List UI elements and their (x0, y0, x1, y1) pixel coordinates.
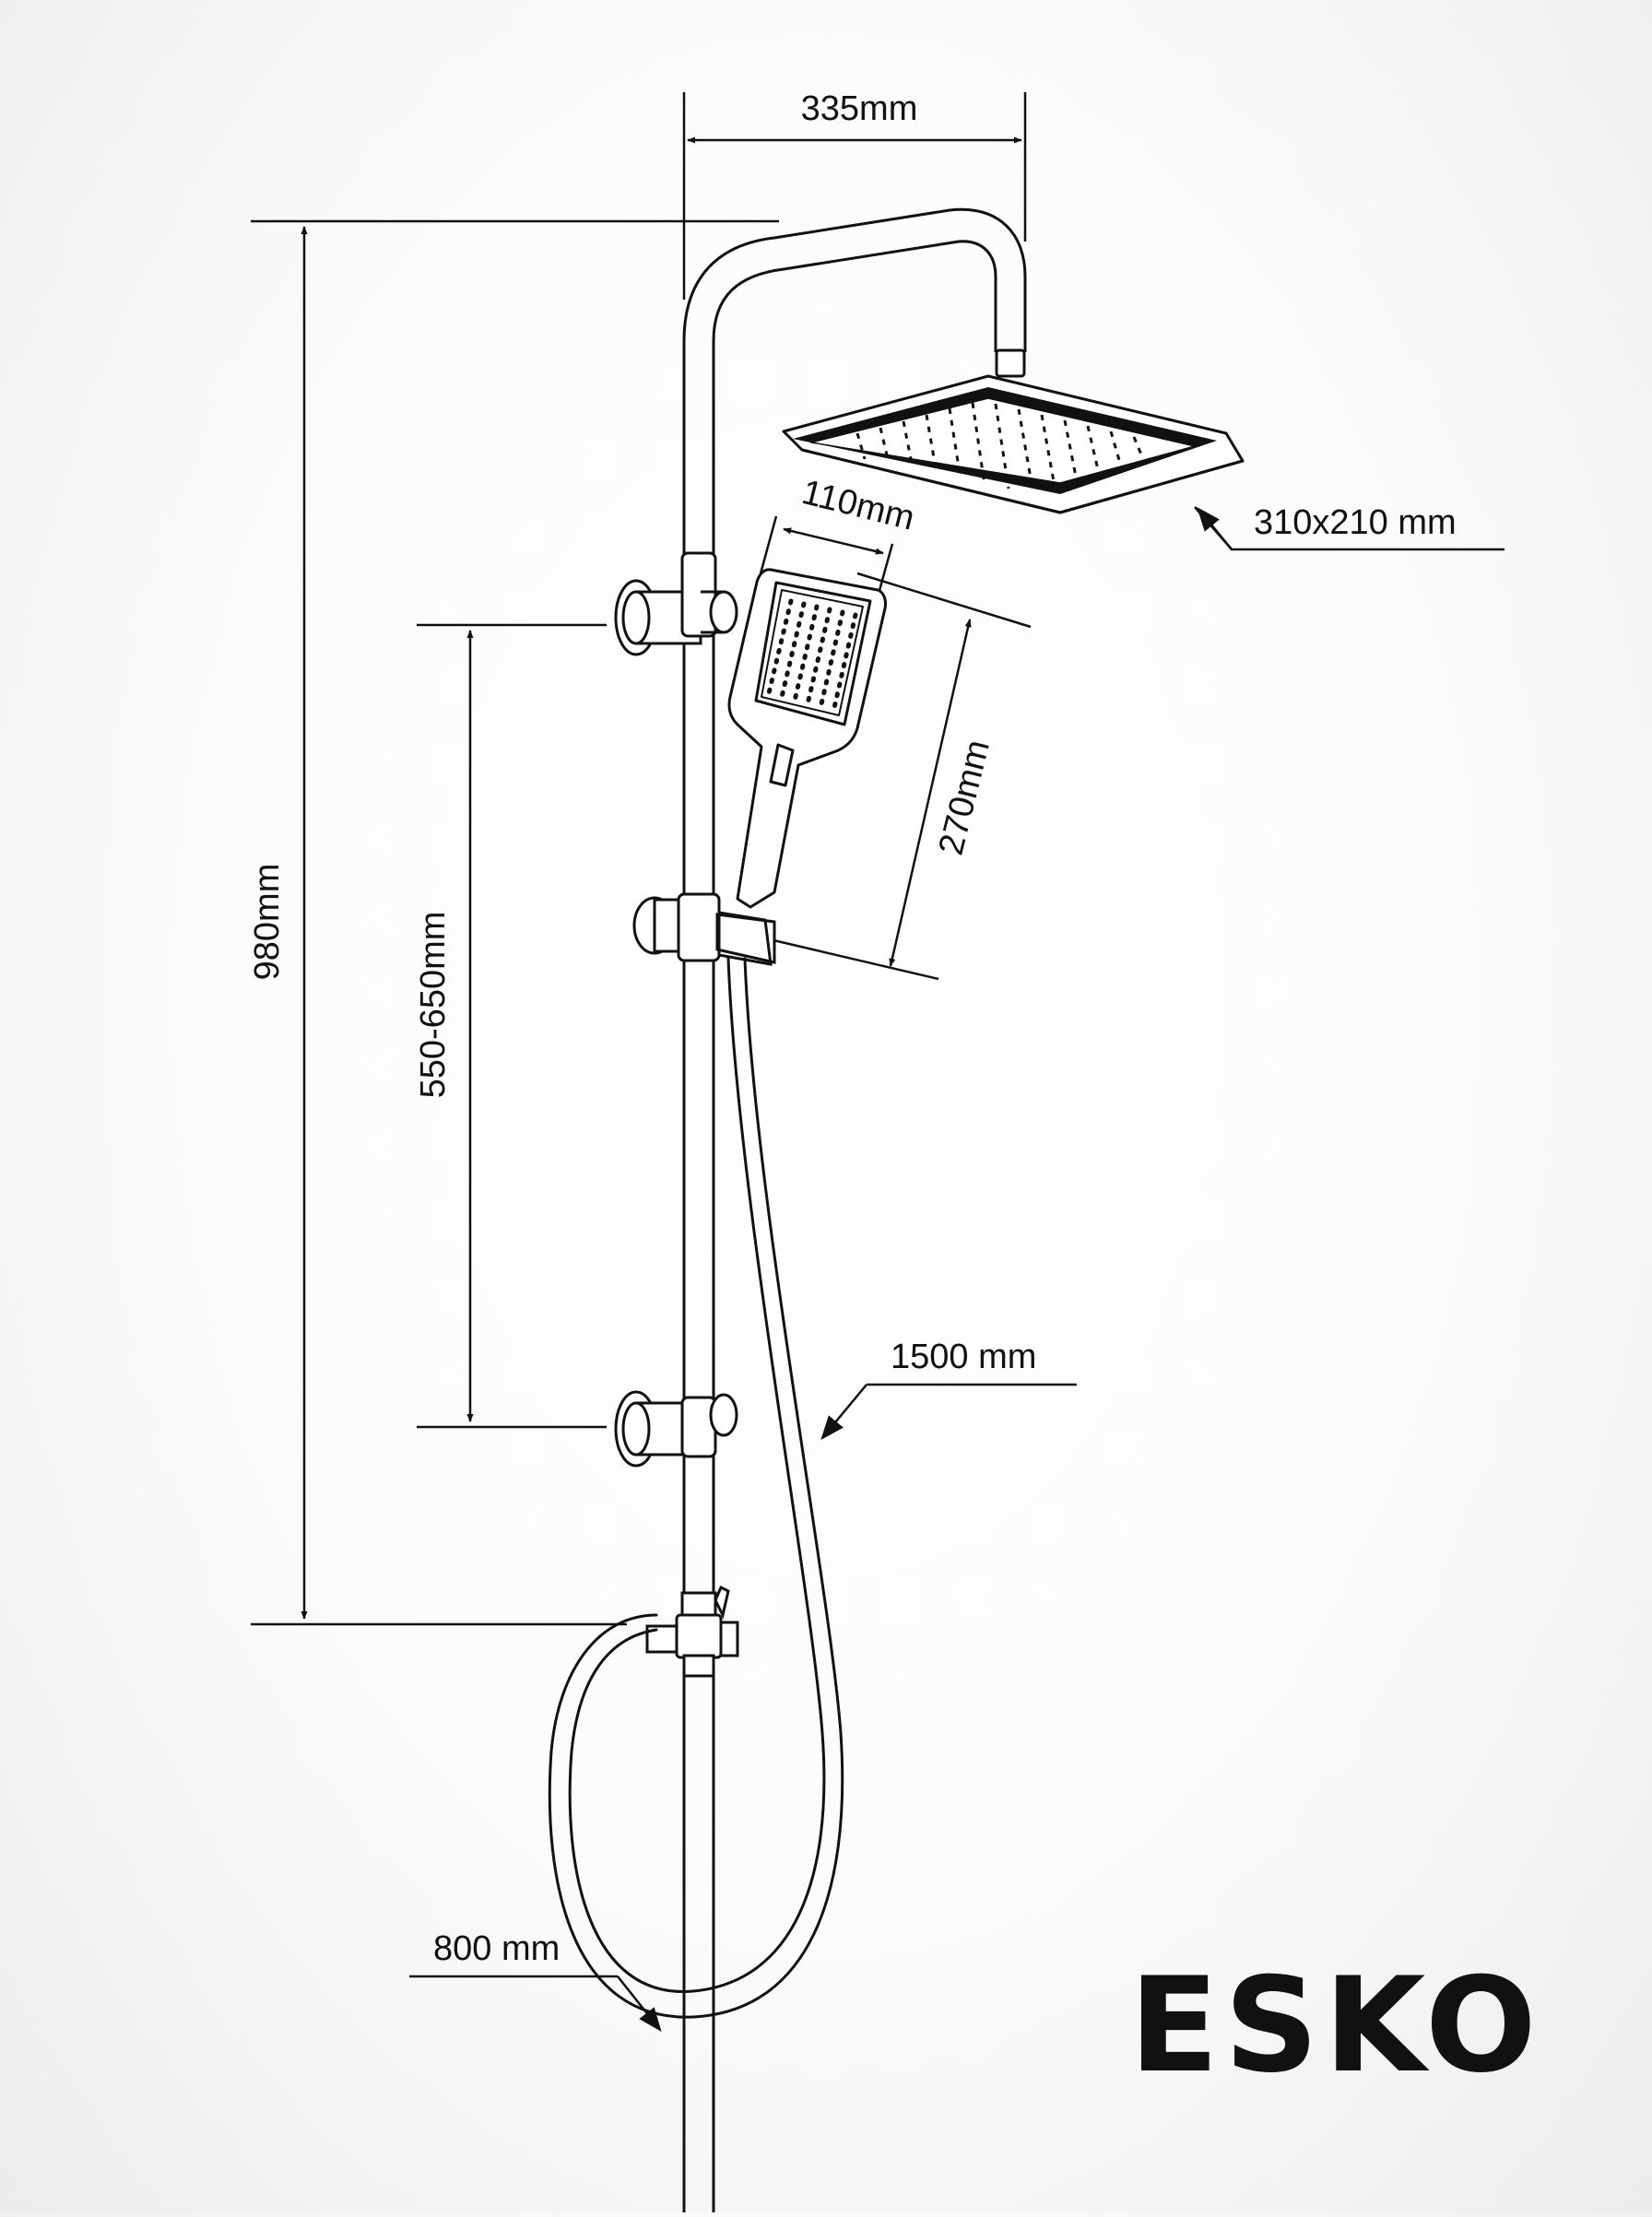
hose (548, 957, 844, 2019)
hand-shower-nozzles (766, 598, 858, 714)
hand-shower (727, 568, 887, 909)
diverter (645, 1585, 739, 1678)
wall-bracket-top (614, 551, 738, 656)
hose-length-label: 1500 mm (891, 1338, 1036, 1376)
arm-connector (995, 348, 1026, 378)
bottom-length-label: 800 mm (433, 1929, 560, 1968)
total-height-label: 980mm (248, 864, 287, 981)
total-height-dimension (251, 219, 779, 1626)
arm-reach-dimension (682, 92, 1027, 300)
hose-length-leader (820, 1383, 1077, 1441)
riser-rail (682, 207, 1027, 2212)
overhead-shower-head (782, 374, 1245, 514)
brand-logo: ESKO (1129, 1950, 1542, 2102)
arm-reach-label: 335mm (801, 89, 918, 128)
wall-bracket-bottom (614, 1390, 738, 1468)
hand-width-label: 110mm (798, 473, 918, 538)
head-size-leader (1194, 506, 1504, 551)
holder-range-label: 550-650mm (414, 912, 453, 1099)
bottom-length-leader (409, 1975, 662, 2033)
hand-length-label: 270mm (932, 737, 997, 859)
head-size-label: 310x210 mm (1254, 503, 1457, 542)
holder-range-dimension (417, 623, 607, 1429)
hand-length-dimension (757, 572, 1032, 981)
hand-shower-slider (632, 892, 776, 966)
rain-nozzles (856, 402, 1145, 489)
